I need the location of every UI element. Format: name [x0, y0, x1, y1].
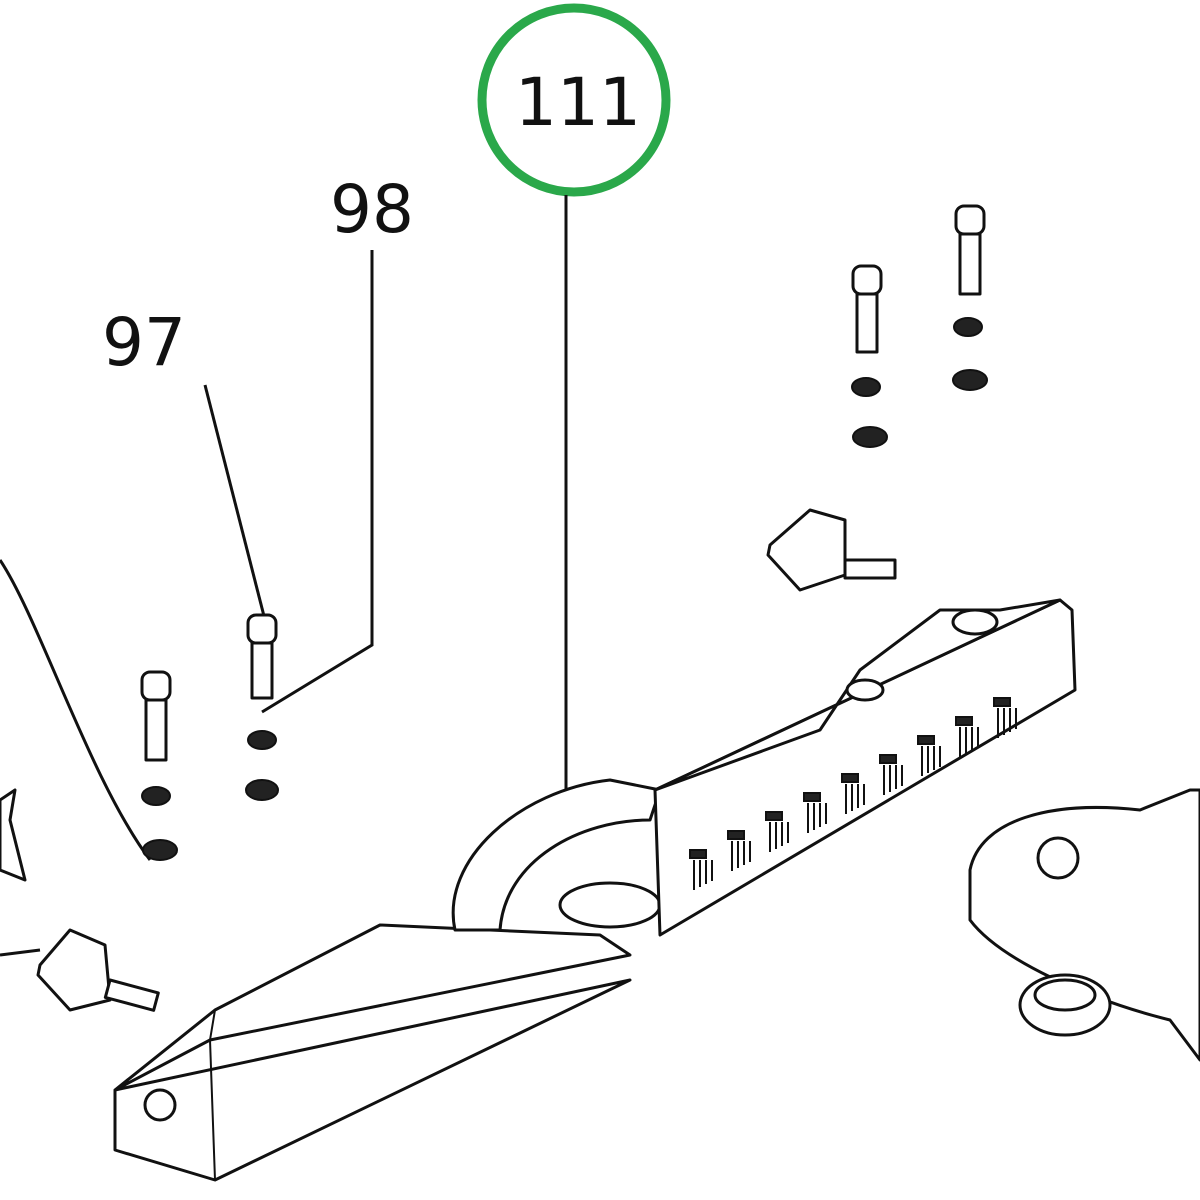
- rail-screw-head: [765, 811, 783, 821]
- leader-line-left: [0, 559, 152, 861]
- callout-97[interactable]: 97: [102, 304, 186, 381]
- highlight-circle: [477, 3, 671, 197]
- rail-screw-head: [955, 716, 973, 726]
- screw-98: [245, 613, 279, 801]
- rail-screw-head: [689, 849, 707, 859]
- rail-bracket: [653, 598, 1077, 937]
- rail-screw-head: [803, 792, 821, 802]
- right-plate: [968, 788, 1200, 1062]
- base-assembly: [113, 778, 662, 1182]
- callout-111[interactable]: 111: [515, 64, 641, 141]
- rail-screw-head: [917, 735, 935, 745]
- rail-screw-head: [879, 754, 897, 764]
- leader-line-111: [564, 195, 581, 802]
- leader-line-97: [203, 384, 267, 621]
- clamp-right: [766, 508, 897, 592]
- clamp-left: [36, 928, 160, 1012]
- screw-right-1: [851, 264, 888, 448]
- rail-screw-head: [727, 830, 745, 840]
- leader-line-left-2: [0, 948, 41, 957]
- callout-98[interactable]: 98: [330, 171, 414, 248]
- screw-right-2: [952, 204, 988, 391]
- rail-screw-head: [993, 697, 1011, 707]
- left-part: [0, 788, 27, 882]
- screw-97: [140, 670, 178, 861]
- leader-line-98: [261, 250, 374, 714]
- rail-screw-head: [841, 773, 859, 783]
